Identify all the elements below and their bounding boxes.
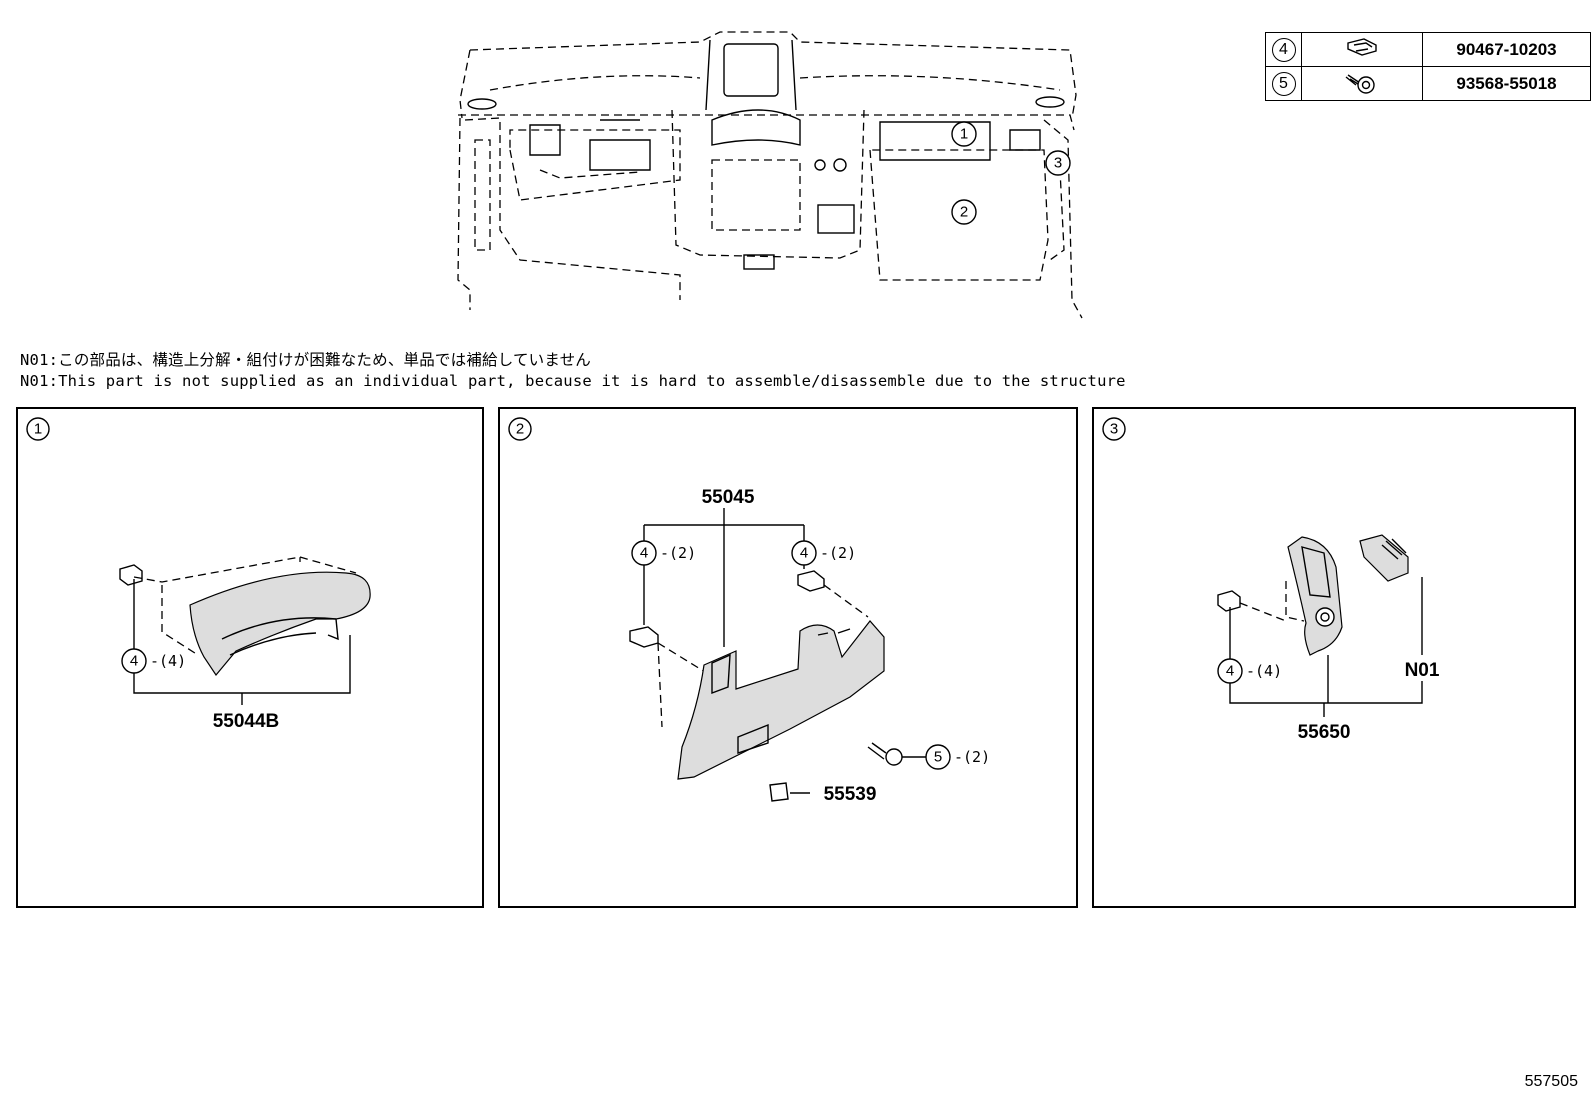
cover-panel-part [189,571,371,677]
dashboard-overview-diagram: 1 2 3 [457,31,1083,319]
callout-qty: -(4) [1246,662,1282,680]
overview-callout-2 [951,199,977,225]
part-number-label: 55045 [702,487,755,508]
clip-part [797,570,825,592]
clip-part [629,626,659,648]
callout-qty: -(2) [820,544,856,562]
panel-index-badge [26,417,50,441]
lower-panel-part [677,620,885,780]
overview-callout-3 [1045,150,1071,176]
callout-qty: -(2) [954,748,990,766]
panel-index-badge [1102,417,1126,441]
overview-callout-1 [951,121,977,147]
fastener-callout [791,540,817,566]
detail-panel-2 [498,407,1078,908]
diagram-id: 557505 [1524,1073,1578,1090]
sub-part-number-label: 55539 [824,784,877,805]
legend-row: 5 93568-55018 [1265,66,1591,101]
callout-ref: 4 [1226,663,1234,680]
legend-row: 4 90467-10203 [1265,32,1591,67]
fastener-callout [1217,658,1243,684]
detail-panel-3 [1092,407,1576,908]
panel-index-label: 1 [34,421,42,438]
fastener-callout [121,648,147,674]
callout-qty: -(4) [150,652,186,670]
screw-part [885,748,903,766]
callout-ref: 5 [934,749,942,766]
clip-part [119,564,143,586]
overview-callout-2-label: 2 [960,204,968,221]
callout-ref: 4 [130,653,138,670]
legend-part-number: 90467-10203 [1422,32,1591,67]
panel-2-diagram: 2 55045 5 -(2) 4 -(2) 4 -(2) 55539 [508,417,990,805]
panel-index-label: 3 [1110,421,1118,438]
legend-ref: 5 [1271,71,1296,96]
fastener-callout [631,540,657,566]
panel-1-diagram: 1 4 -(4) 55044B [26,417,371,732]
fastener-callout [925,744,951,770]
note-english: N01:This part is not supplied as an indi… [20,372,1126,390]
panel-3-diagram: 3 4 -(4) N01 55650 [1102,417,1448,743]
part-number-label: 55044B [213,711,280,732]
panel-index-label: 2 [516,421,524,438]
note-japanese: N01:この部品は、構造上分解・組付けが困難なため、単品では補給していません [20,351,591,369]
clip-icon [1347,37,1377,56]
sub-part-clip [769,782,789,802]
legend-ref: 4 [1271,37,1296,62]
fastener-legend-table: 4 90467-10203 5 93568-55018 [1265,32,1591,101]
overview-callout-3-label: 3 [1054,155,1062,172]
part-number-label: 55650 [1298,722,1351,743]
callout-qty: -(2) [660,544,696,562]
legend-part-number: 93568-55018 [1422,66,1591,101]
overview-callout-1-label: 1 [960,126,968,143]
callout-ref: 4 [640,545,648,562]
callout-ref: 4 [800,545,808,562]
vent-part-n01 [1359,534,1409,582]
detail-panel-1 [16,407,484,908]
note-label-n01: N01 [1405,660,1440,681]
clip-part [1217,590,1241,612]
panel-index-badge [508,417,532,441]
screw-icon [1345,73,1375,94]
